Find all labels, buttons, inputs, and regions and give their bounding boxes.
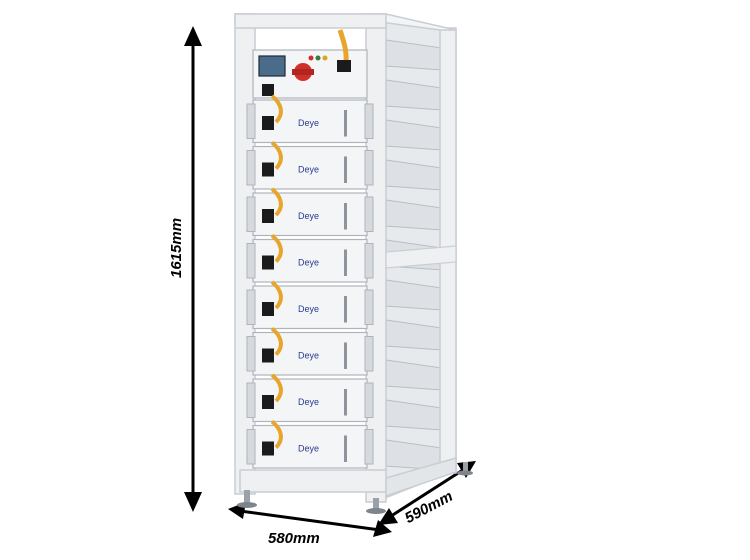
brand-logo: Deye (298, 258, 319, 268)
power-connector-icon (262, 116, 274, 130)
battery-module: Deye (246, 94, 374, 144)
control-box (252, 29, 368, 99)
display-screen (258, 55, 286, 77)
cable-icon (270, 373, 283, 403)
cable-icon (270, 326, 283, 356)
brand-logo: Deye (298, 304, 319, 314)
power-connector-icon (262, 255, 274, 270)
rack-frame (234, 13, 473, 514)
cable-icon (270, 187, 283, 217)
battery-module: Deye (246, 326, 374, 376)
battery-module: Deye (246, 373, 374, 423)
brand-logo: Deye (298, 444, 319, 454)
battery-module: Deye (246, 233, 374, 283)
power-connector-icon (262, 348, 274, 363)
cable-icon (270, 233, 283, 263)
brand-logo: Deye (298, 211, 319, 221)
cable-icon (270, 140, 283, 170)
width-dimension-label: 580mm (268, 530, 320, 547)
power-connector-icon (262, 209, 274, 223)
cable-icon (270, 280, 283, 310)
brand-logo: Deye (298, 351, 319, 361)
power-connector-icon (262, 395, 274, 409)
brand-logo: Deye (298, 118, 319, 128)
connector-icon (262, 84, 274, 96)
brand-logo: Deye (298, 165, 319, 175)
power-connector-icon (262, 302, 274, 316)
battery-module: Deye (246, 140, 374, 190)
cable-icon (270, 419, 283, 449)
power-connector-icon (262, 162, 274, 177)
battery-module: Deye (246, 419, 374, 469)
power-connector-icon (262, 441, 274, 456)
brand-logo: Deye (298, 397, 319, 407)
height-dimension-arrow (184, 26, 202, 512)
battery-module: Deye (246, 187, 374, 237)
battery-module: Deye (246, 280, 374, 330)
height-dimension-label: 1615mm (168, 217, 185, 278)
cable-icon (270, 94, 283, 124)
